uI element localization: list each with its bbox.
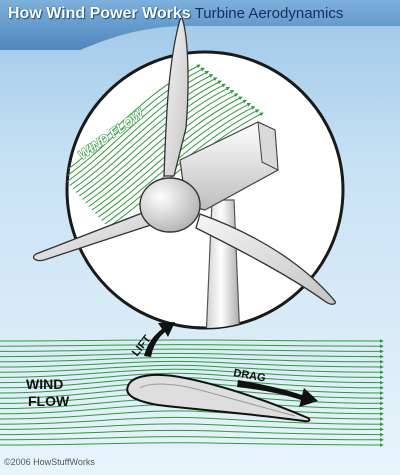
wind-streamline [91, 96, 243, 211]
blade-right [195, 213, 336, 305]
drag-arrow [237, 380, 318, 407]
turbine-closeup-circle [32, 14, 345, 330]
wind-streamline [0, 442, 384, 447]
wind-streamline [75, 80, 222, 193]
wind-streamline [72, 77, 218, 190]
page-title: How Wind Power Works [8, 5, 191, 22]
wind-streamline [104, 109, 260, 225]
wind-streamline [0, 360, 384, 369]
wind-streamline [0, 348, 384, 354]
flow-label: FLOW [28, 393, 70, 409]
wind-streamline [0, 356, 384, 364]
rotor-hub [139, 177, 201, 233]
wind-streamline [0, 436, 384, 442]
wind-streamline [0, 416, 384, 427]
wind-label: WIND [26, 376, 63, 392]
wind-streamline [0, 410, 384, 421]
wind-streamline [69, 74, 214, 186]
header-banner [0, 0, 400, 50]
wind-streamline [0, 338, 384, 343]
blade-top [163, 14, 189, 177]
copyright-notice: ©2006 HowStuffWorks [4, 457, 95, 467]
wind-streamline [0, 344, 384, 349]
wind-streamline [0, 372, 384, 385]
page-subtitle: Turbine Aerodynamics [194, 5, 344, 22]
airfoil-wind-flow-lines [0, 338, 384, 447]
lift-arrow [144, 322, 175, 357]
blade-left [32, 209, 162, 262]
wind-streamline [0, 377, 384, 390]
wind-streamline [88, 93, 239, 207]
wind-streamline [0, 423, 384, 432]
wind-streamline [78, 83, 226, 197]
wind-streamline [0, 368, 384, 380]
wind-streamline [0, 429, 384, 437]
wind-streamline [85, 90, 235, 204]
wind-streamline [0, 352, 384, 359]
drag-label: DRAG [232, 367, 266, 384]
wind-streamline [82, 86, 231, 200]
airfoil-blade-section [126, 373, 311, 423]
wind-streamline [0, 364, 384, 375]
